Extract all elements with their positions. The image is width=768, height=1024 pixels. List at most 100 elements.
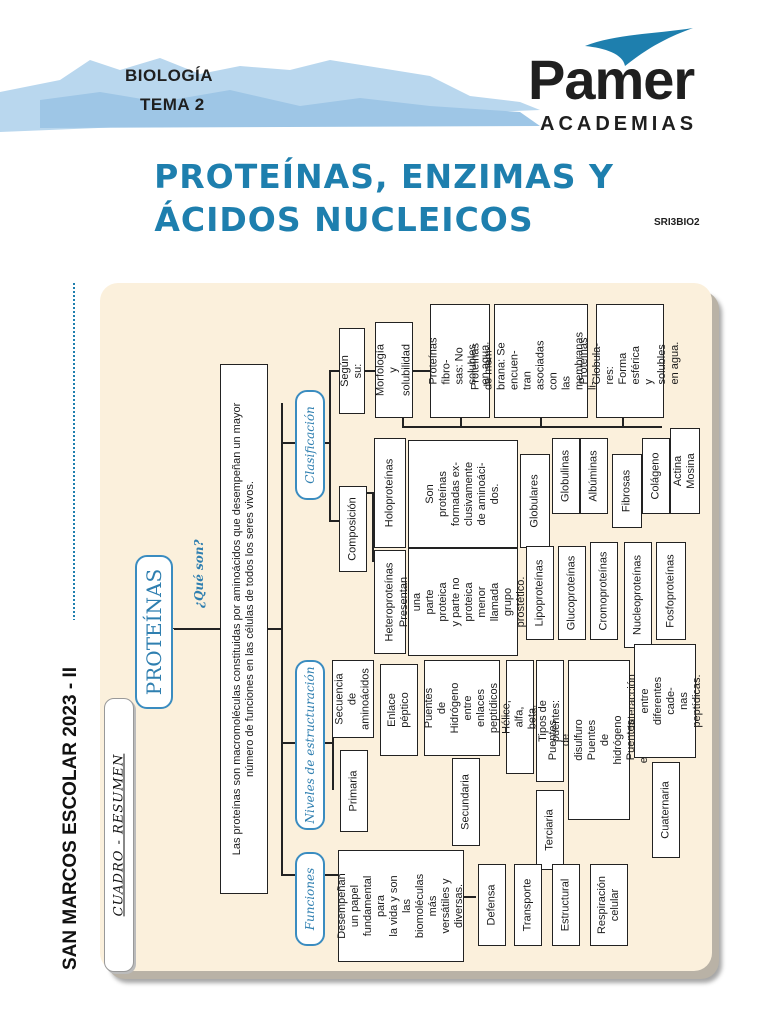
- secundaria-detail-1-text: Puentes de Hidrógeno entre enlaces peptí…: [423, 682, 500, 734]
- terciaria-text: Terciaria: [543, 809, 556, 851]
- colageno-box: Colágeno: [642, 438, 670, 514]
- connector: [329, 520, 339, 522]
- connector: [402, 416, 404, 428]
- secundaria-detail-2: Hélice, alfa, beta.: [501, 660, 539, 774]
- segun-su-text: Según su:: [339, 355, 364, 387]
- heteroproteinas-box: Heteroproteínas: [374, 550, 406, 654]
- header-wave-banner: [0, 58, 540, 132]
- globulares-text: Globulares: [528, 474, 541, 528]
- globulares-desc-text: Proteínas Globula- res: Forma esférica y…: [578, 337, 681, 385]
- funciones-desc-text: Desempeñan un papel fundamental para la …: [336, 873, 465, 939]
- cuaternaria-box: Cuaternaria: [652, 762, 680, 858]
- globulares-box: Globulares: [520, 454, 550, 548]
- membrana-desc-box: Proteínas de mem- brana: Se encuen- tran…: [470, 304, 612, 418]
- heteroproteinas-desc-text: Presentan una parte proteica y parte no …: [398, 576, 527, 628]
- holoproteinas-text: Holoproteínas: [383, 458, 396, 528]
- connector: [402, 426, 662, 428]
- holoproteinas-desc-box: Son proteínas formadas ex- clusivamente …: [408, 440, 518, 548]
- composicion-text: Composición: [346, 497, 359, 561]
- connector: [266, 628, 282, 630]
- connector: [462, 896, 476, 898]
- connector: [322, 742, 334, 744]
- secundaria-text: Secundaria: [459, 774, 472, 830]
- hetero-item-glucoproteinas: Glucoproteínas: [558, 546, 586, 640]
- connector: [172, 628, 174, 629]
- albuminas-text: Albúminas: [587, 450, 600, 502]
- hetero-item-cromoproteinas: Cromoproteínas: [590, 542, 618, 640]
- topic-label: TEMA 2: [140, 95, 205, 114]
- funcion-item-text: Defensa: [485, 884, 498, 926]
- side-edition-text: SAN MARCOS ESCOLAR 2023 - II: [60, 667, 81, 970]
- page-title-line2: ÁCIDOS NUCLEICOS: [154, 200, 534, 239]
- fibrosas-box: Fibrosas: [612, 454, 642, 528]
- primaria-detail-1: Secuencia de aminoácidos: [332, 660, 374, 738]
- terciaria-box: Terciaria: [536, 790, 564, 870]
- funciones-desc-box: Desempeñan un papel fundamental para la …: [336, 850, 465, 962]
- page-title-line1: PROTEÍNAS, ENZIMAS Y: [154, 157, 614, 196]
- funcion-transporte: Transporte: [514, 864, 542, 946]
- connector: [281, 403, 283, 875]
- composicion-box: Composición: [339, 486, 367, 572]
- logo-swoosh-icon: [585, 28, 693, 66]
- category-niveles: Niveles de estructuración: [295, 660, 325, 830]
- morfologia-text: Morfología y solubilidad: [374, 344, 413, 396]
- morfologia-box: Morfología y solubilidad: [375, 322, 413, 418]
- globulinas-text: Globulinas: [559, 450, 572, 502]
- connector: [322, 442, 330, 444]
- document-code: SRI3BIO2: [654, 217, 700, 228]
- connector: [281, 874, 295, 876]
- hetero-item-text: Lipoproteínas: [533, 559, 546, 627]
- primaria-detail-2: Enlace péptico: [380, 664, 418, 756]
- fibrosas-text: Fibrosas: [620, 469, 633, 513]
- connector: [174, 628, 220, 630]
- heteroproteinas-desc-box: Presentan una parte proteica y parte no …: [398, 548, 527, 656]
- funcion-item-text: Transporte: [521, 878, 534, 932]
- summary-badge: CUADRO - RESUMEN: [104, 698, 134, 972]
- holoproteinas-desc-text: Son proteínas formadas ex- clusivamente …: [424, 461, 501, 527]
- hetero-item-text: Cromoproteínas: [597, 551, 610, 631]
- connector: [540, 416, 542, 428]
- colageno-text: Colágeno: [649, 452, 662, 500]
- category-funciones: Funciones: [295, 852, 325, 946]
- que-son-label: ¿Qué son?: [192, 539, 206, 608]
- connector: [281, 742, 295, 744]
- primaria-detail-1-text: Secuencia de aminoácidos: [333, 668, 372, 730]
- main-concept-label: PROTEÍNAS: [142, 568, 166, 696]
- connector: [622, 416, 624, 428]
- funcion-respiracion: Respiración celular: [590, 864, 628, 946]
- cuaternaria-detail-1-text: Interacción entre diferentes cade- nas p…: [626, 674, 703, 728]
- globulares-desc-box: Proteínas Globula- res: Forma esférica y…: [578, 304, 681, 418]
- fibrosas-desc-box: Proteínas fibro- sas: No solubles en agu…: [428, 304, 492, 418]
- connector: [281, 442, 295, 444]
- definition-text: Las proteínas son macromoléculas constit…: [231, 402, 256, 856]
- hetero-item-lipoproteinas: Lipoproteínas: [526, 546, 554, 640]
- connector: [366, 492, 374, 494]
- connector: [322, 874, 338, 876]
- secundaria-detail-2-text: Hélice, alfa, beta.: [500, 700, 539, 734]
- subject-label: BIOLOGÍA: [125, 66, 214, 85]
- hetero-item-text: Glucoproteínas: [565, 555, 578, 631]
- side-dotted-line: [73, 283, 75, 620]
- terciaria-detail-1: Tipos de puentes:: [536, 660, 564, 782]
- hetero-item-text: Nucleoproteínas: [631, 554, 644, 636]
- segun-su-box: Según su:: [339, 328, 365, 414]
- connector: [410, 370, 430, 372]
- connector: [460, 416, 462, 428]
- holoproteinas-box: Holoproteínas: [374, 438, 406, 548]
- cuaternaria-detail-1: Interacción entre diferentes cade- nas p…: [626, 644, 703, 758]
- connector: [332, 690, 334, 790]
- actina-text: Actina Mosina: [672, 453, 697, 489]
- definition-box: Las proteínas son macromoléculas constit…: [220, 364, 268, 894]
- cuaternaria-text: Cuaternaria: [659, 781, 672, 839]
- category-funciones-label: Funciones: [303, 867, 317, 931]
- connector: [329, 370, 339, 372]
- main-concept-proteinas: PROTEÍNAS: [135, 555, 173, 709]
- hetero-item-nucleoproteinas: Nucleoproteínas: [624, 542, 652, 648]
- funcion-item-text: Respiración celular: [596, 875, 621, 935]
- funcion-estructural: Estructural: [552, 864, 580, 946]
- hetero-item-text: Fosfoproteínas: [664, 554, 677, 628]
- category-clasificacion: Clasificación: [295, 390, 325, 500]
- logo-name: Pamer: [528, 48, 695, 111]
- primaria-detail-2-text: Enlace péptico: [386, 692, 411, 728]
- actina-box: Actina Mosina: [670, 428, 700, 514]
